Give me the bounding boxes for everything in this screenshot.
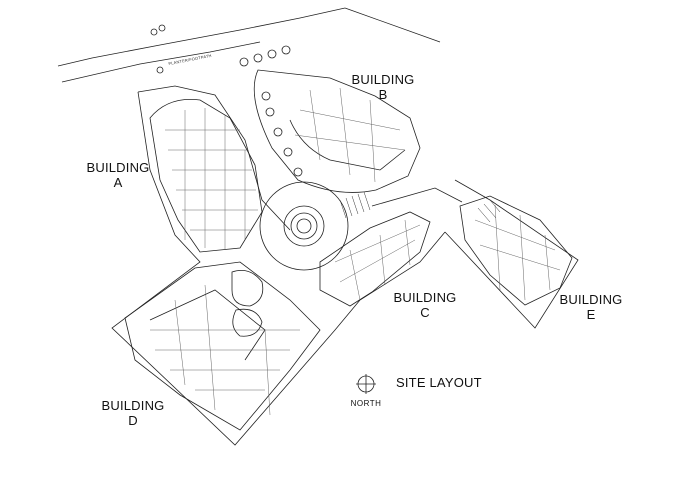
bridge-link	[371, 187, 463, 207]
building-e-label-line2: E	[586, 307, 596, 322]
building-c-label: BUILDING C	[389, 290, 461, 320]
site-layout-title: SITE LAYOUT	[396, 375, 482, 390]
roundabout-ring	[283, 205, 325, 247]
roundabout-centre	[290, 212, 318, 240]
building-b-outline	[253, 69, 421, 193]
building-e-label: BUILDING E	[555, 292, 627, 322]
site-boundary-a	[137, 85, 291, 231]
pool-upper	[231, 269, 264, 307]
site-boundary-west	[111, 91, 361, 446]
road-edge-lower	[61, 41, 261, 83]
building-e-label-line1: BUILDING	[559, 292, 623, 307]
building-d-inner	[149, 289, 266, 361]
building-b-label-line1: BUILDING	[351, 72, 415, 87]
site-boundary-c	[359, 231, 446, 301]
building-c-outline	[319, 211, 431, 307]
tree-row	[150, 24, 303, 177]
building-a-label: BUILDING A	[82, 160, 154, 190]
road-boundary-b	[344, 7, 441, 43]
pool-lower	[232, 308, 263, 337]
building-a-outline	[149, 99, 263, 253]
building-b-inner	[289, 119, 406, 171]
building-e-outline	[459, 195, 573, 306]
bridge-hatching	[339, 191, 501, 223]
building-d-outline	[124, 261, 321, 431]
building-c-label-line2: C	[420, 305, 430, 320]
building-b-label: BUILDING B	[347, 72, 419, 102]
site-boundary-e	[444, 179, 579, 329]
roundabout-core	[296, 218, 312, 234]
building-c-label-line1: BUILDING	[393, 290, 457, 305]
building-d-label: BUILDING D	[97, 398, 169, 428]
building-d-label-line1: BUILDING	[101, 398, 165, 413]
building-b-label-line2: B	[378, 87, 388, 102]
north-label: NORTH	[350, 399, 382, 408]
building-a-label-line2: A	[113, 175, 123, 190]
interior-linework	[150, 87, 561, 416]
plaza-outer	[259, 181, 349, 271]
building-d-label-line2: D	[128, 413, 138, 428]
building-a-label-line1: BUILDING	[86, 160, 150, 175]
road-edge-upper	[57, 7, 346, 67]
